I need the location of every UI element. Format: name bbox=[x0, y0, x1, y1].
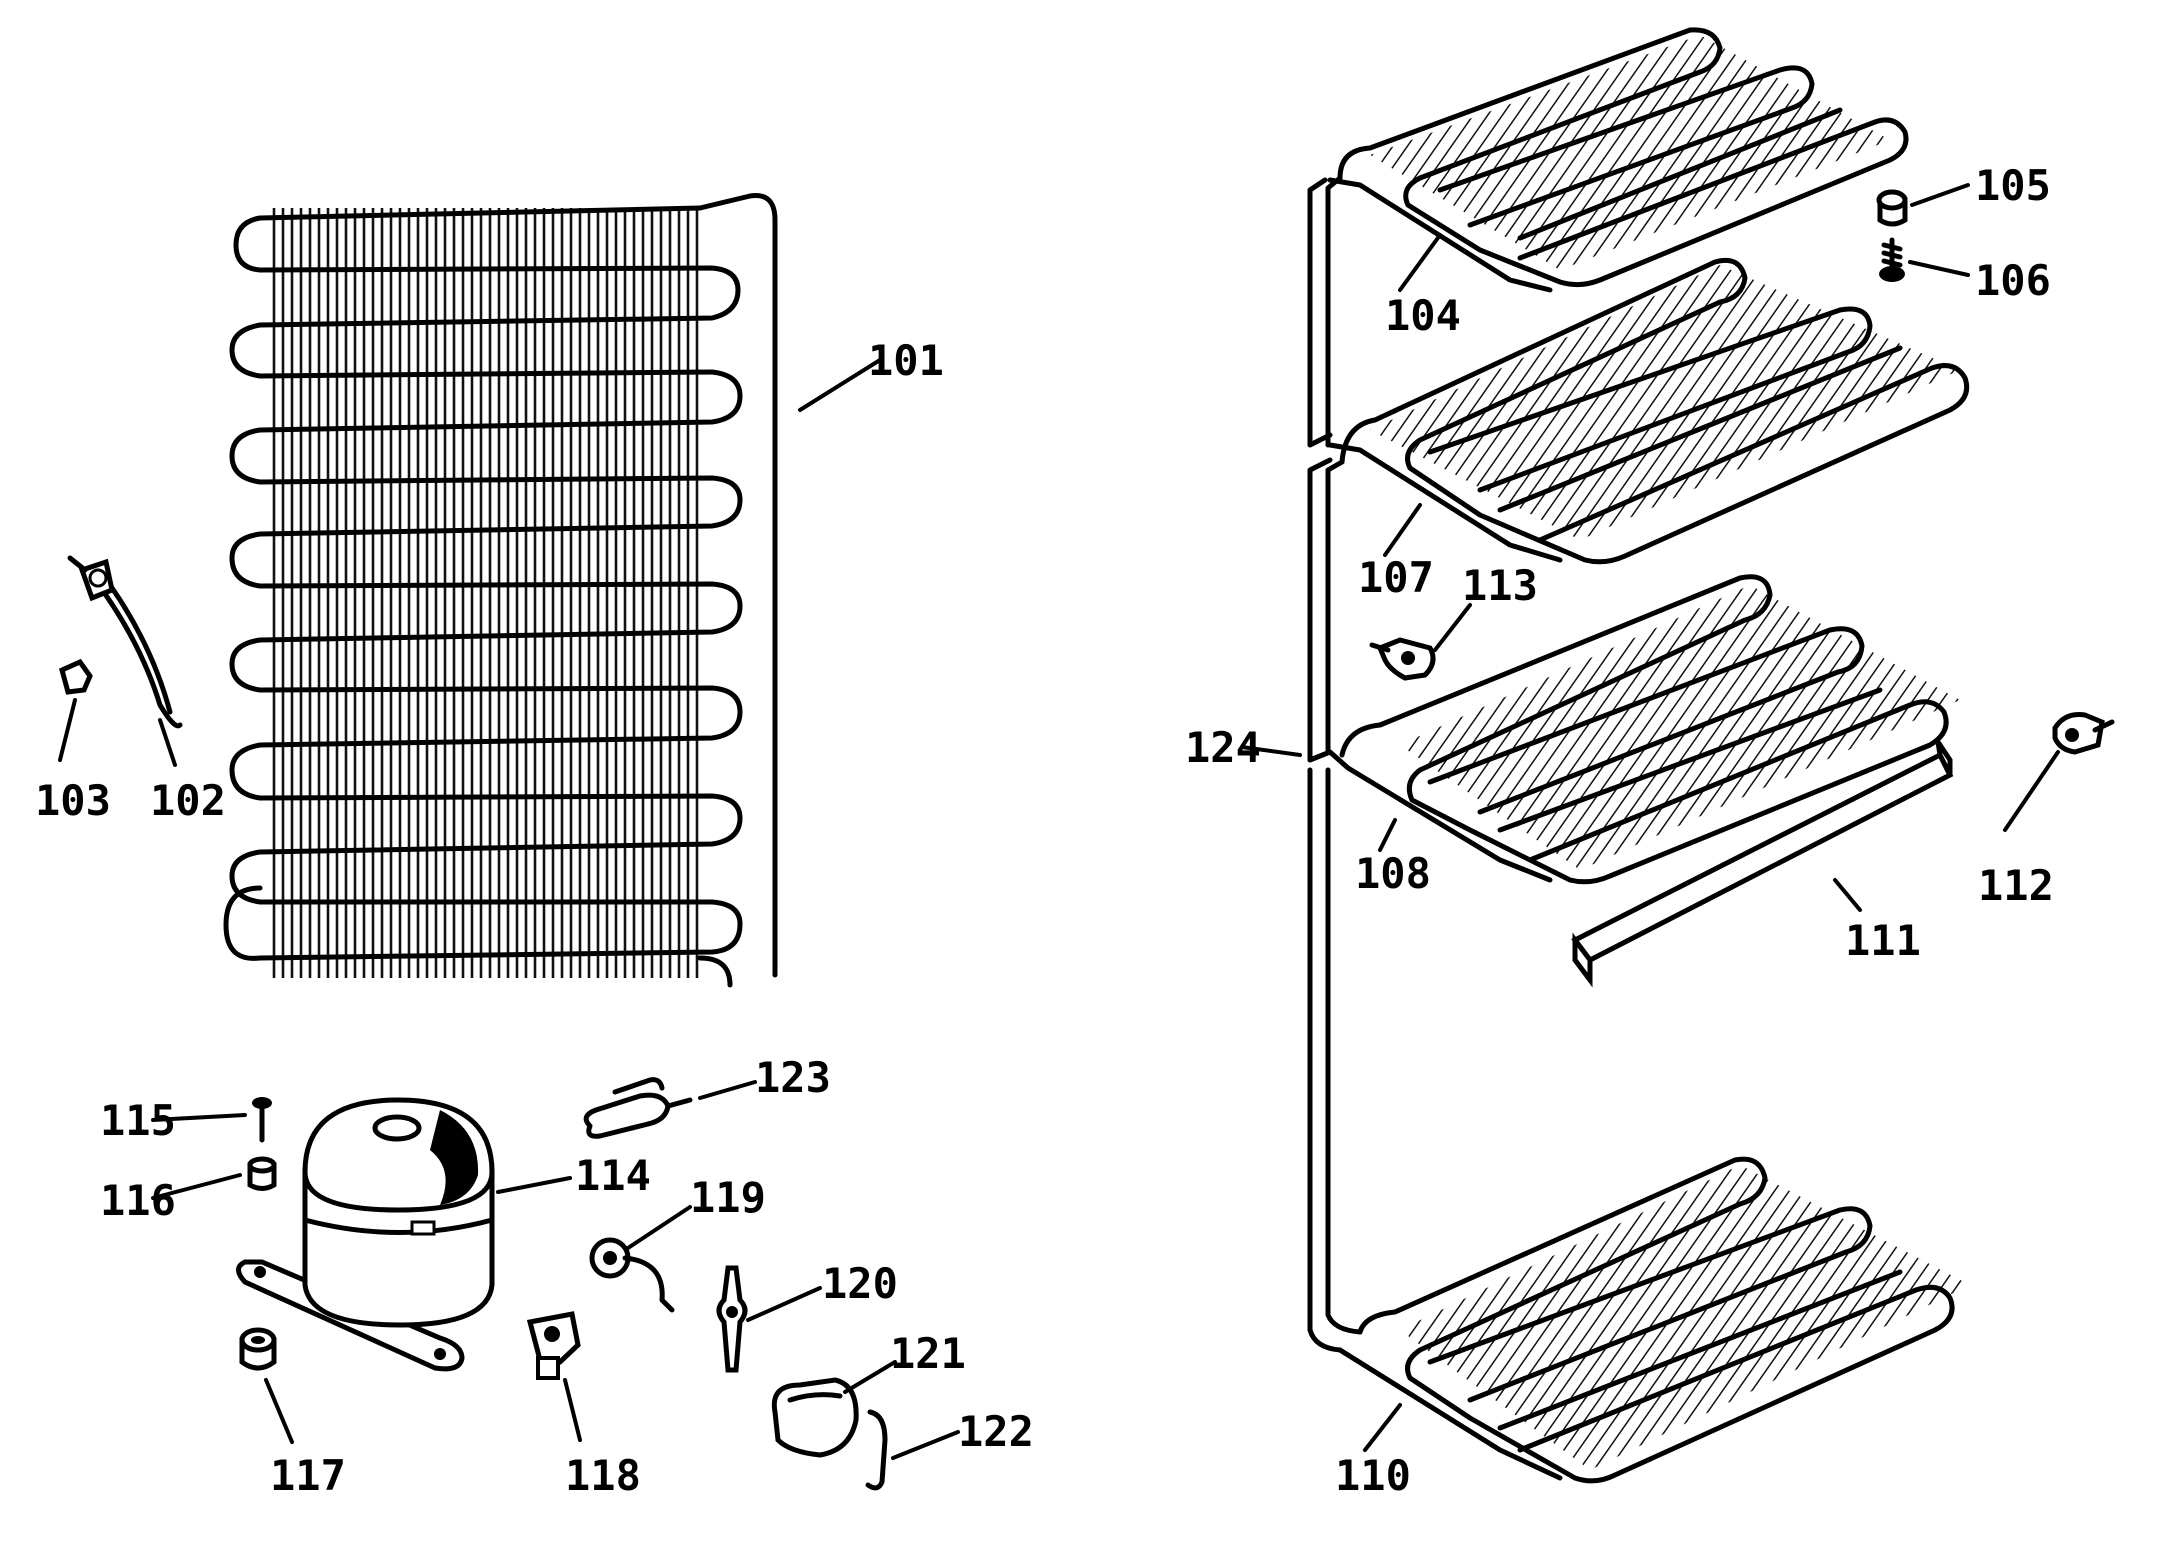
bracket-part-120 bbox=[716, 1265, 748, 1373]
callout-123: 123 bbox=[755, 1053, 831, 1102]
leader-105 bbox=[1910, 183, 1970, 207]
callout-118: 118 bbox=[565, 1451, 641, 1500]
clip-part-122 bbox=[865, 1409, 888, 1491]
callout-112: 112 bbox=[1978, 861, 2054, 910]
leader-119 bbox=[626, 1205, 692, 1250]
evaporator-shelf-104 bbox=[1327, 27, 1909, 293]
nut-part-105 bbox=[1876, 189, 1908, 227]
callout-114: 114 bbox=[575, 1151, 651, 1200]
leader-122 bbox=[891, 1430, 960, 1460]
callout-111: 111 bbox=[1845, 916, 1921, 965]
leader-104 bbox=[1398, 233, 1442, 292]
cap-part-103 bbox=[59, 658, 93, 695]
hinge-part-113 bbox=[1369, 637, 1436, 681]
leader-114 bbox=[496, 1176, 572, 1194]
bolt-part-115 bbox=[252, 1097, 272, 1143]
leader-107 bbox=[1383, 503, 1422, 557]
evaporator-shelf-108 bbox=[1307, 574, 1960, 885]
rail-part-111 bbox=[1571, 740, 1954, 988]
screw-part-106 bbox=[1879, 237, 1905, 282]
callout-116: 116 bbox=[100, 1176, 176, 1225]
evaporator-shelf-110 bbox=[1337, 1156, 1970, 1484]
evaporator-frame bbox=[1307, 175, 1363, 1353]
leader-124 bbox=[1240, 745, 1302, 757]
leader-113 bbox=[1433, 603, 1472, 652]
leader-101 bbox=[798, 358, 882, 412]
callout-101: 101 bbox=[868, 336, 944, 385]
leader-110 bbox=[1363, 1403, 1402, 1452]
callout-124: 124 bbox=[1185, 723, 1261, 772]
callout-105: 105 bbox=[1975, 161, 2051, 210]
overload-part-119 bbox=[589, 1237, 675, 1313]
callout-113: 113 bbox=[1462, 561, 1538, 610]
leader-118 bbox=[563, 1378, 582, 1442]
evaporator-shelf-107 bbox=[1327, 257, 1970, 565]
leader-112 bbox=[2003, 750, 2060, 832]
callout-121: 121 bbox=[890, 1329, 966, 1378]
condenser-coil bbox=[223, 193, 778, 988]
grommet-part-117 bbox=[239, 1327, 277, 1371]
leader-102 bbox=[158, 718, 177, 767]
leader-115 bbox=[151, 1113, 247, 1122]
clip-part-123 bbox=[583, 1077, 693, 1139]
drier-filter bbox=[67, 555, 183, 729]
leader-106 bbox=[1908, 260, 1970, 277]
callout-106: 106 bbox=[1975, 256, 2051, 305]
callout-115: 115 bbox=[100, 1096, 176, 1145]
callout-107: 107 bbox=[1358, 553, 1434, 602]
leader-111 bbox=[1833, 878, 1862, 912]
callout-117: 117 bbox=[270, 1451, 346, 1500]
callout-122: 122 bbox=[958, 1407, 1034, 1456]
callout-119: 119 bbox=[690, 1173, 766, 1222]
callout-104: 104 bbox=[1385, 291, 1461, 340]
compressor bbox=[236, 1097, 495, 1372]
callout-102: 102 bbox=[150, 776, 226, 825]
cover-part-121 bbox=[771, 1377, 859, 1458]
leader-120 bbox=[746, 1286, 822, 1322]
relay-part-118 bbox=[526, 1311, 581, 1380]
leader-123 bbox=[698, 1080, 757, 1100]
hinge-part-112 bbox=[2052, 712, 2115, 755]
leader-117 bbox=[264, 1378, 294, 1444]
callout-120: 120 bbox=[822, 1259, 898, 1308]
leader-103 bbox=[58, 698, 77, 762]
leader-108 bbox=[1378, 818, 1397, 852]
leader-116 bbox=[151, 1173, 242, 1200]
leader-121 bbox=[843, 1360, 897, 1394]
callout-103: 103 bbox=[35, 776, 111, 825]
callout-110: 110 bbox=[1335, 1451, 1411, 1500]
callout-108: 108 bbox=[1355, 849, 1431, 898]
grommet-part-116 bbox=[247, 1156, 277, 1191]
